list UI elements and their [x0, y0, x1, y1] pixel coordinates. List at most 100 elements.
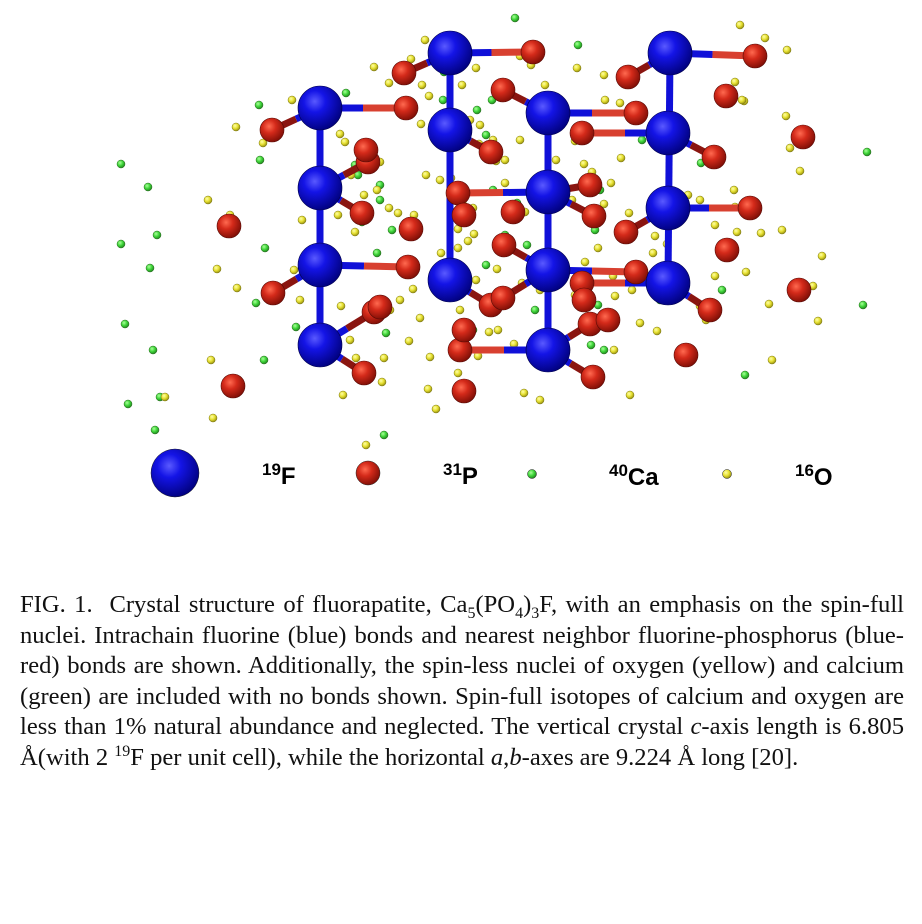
oxygen-atom	[710, 220, 720, 230]
phosphorus-atom	[398, 216, 424, 242]
oxygen-atom	[408, 284, 418, 294]
legend-o-label: 16O	[795, 461, 833, 491]
oxygen-atom	[599, 70, 609, 80]
calcium-atom	[375, 195, 385, 205]
fluorine-atom	[297, 242, 343, 288]
oxygen-atom	[593, 243, 603, 253]
calcium-atom	[510, 13, 520, 23]
oxygen-atom	[393, 208, 403, 218]
calcium-atom	[251, 298, 261, 308]
phosphorus-atom	[216, 213, 242, 239]
oxygen-atom	[756, 228, 766, 238]
oxygen-atom	[650, 231, 660, 241]
oxygen-atom	[519, 388, 529, 398]
crystal-structure-render: 19F 31P 40Ca 16O	[116, 13, 872, 498]
calcium-atom	[522, 240, 532, 250]
oxygen-atom	[420, 35, 430, 45]
oxygen-atom	[730, 77, 740, 87]
phosphorus-atom	[500, 199, 526, 225]
calcium-atom	[143, 182, 153, 192]
phosphorus-atom	[697, 297, 723, 323]
oxygen-atom	[455, 305, 465, 315]
crystal-structure-figure: 19F 31P 40Ca 16O	[116, 13, 872, 498]
legend-f-label: 19F	[262, 460, 296, 490]
fluorine-atom	[645, 185, 691, 231]
oxygen-atom	[431, 404, 441, 414]
oxygen-atom	[421, 170, 431, 180]
fluorine-atom	[525, 90, 571, 136]
oxygen-atom	[297, 215, 307, 225]
oxygen-atom	[515, 135, 525, 145]
oxygen-atom	[624, 208, 634, 218]
oxygen-atom	[416, 119, 426, 129]
oxygen-atom	[404, 336, 414, 346]
oxygen-atom	[535, 395, 545, 405]
calcium-atom	[862, 147, 872, 157]
oxygen-atom	[710, 271, 720, 281]
oxygen-atom	[615, 98, 625, 108]
oxygen-atom	[782, 45, 792, 55]
oxygen-atom	[579, 159, 589, 169]
phosphorus-atom	[571, 287, 597, 313]
calcium-atom	[599, 345, 609, 355]
legend-ca-label: 40Ca	[609, 461, 659, 491]
calcium-atom	[116, 159, 126, 169]
oxygen-atom	[203, 195, 213, 205]
oxygen-atom	[777, 225, 787, 235]
calcium-atom	[586, 340, 596, 350]
phosphorus-atom	[673, 342, 699, 368]
phosphorus-atom	[713, 83, 739, 109]
phosphorus-atom	[451, 202, 477, 228]
fluorine-atom	[297, 165, 343, 211]
legend-f-swatch	[150, 448, 200, 498]
fluorine-atom	[525, 247, 571, 293]
oxygen-atom	[580, 257, 590, 267]
calcium-atom	[379, 430, 389, 440]
phosphorus-atom	[490, 77, 516, 103]
calcium-atom	[120, 319, 130, 329]
oxygen-atom	[338, 390, 348, 400]
oxygen-atom	[463, 236, 473, 246]
oxygen-atom	[817, 251, 827, 261]
oxygen-atom	[471, 275, 481, 285]
oxygen-atom	[648, 248, 658, 258]
legend-p-swatch	[355, 460, 381, 486]
phosphorus-atom	[580, 364, 606, 390]
calcium-atom	[372, 248, 382, 258]
legend-o-swatch	[722, 469, 732, 479]
oxygen-atom	[737, 95, 747, 105]
fluorine-atom	[297, 85, 343, 131]
phosphorus-atom	[737, 195, 763, 221]
oxygen-atom	[457, 80, 467, 90]
phosphorus-atom	[623, 259, 649, 285]
calcium-atom	[150, 425, 160, 435]
legend-p-label: 31P	[443, 460, 478, 490]
calcium-atom	[481, 130, 491, 140]
oxygen-atom	[599, 199, 609, 209]
fluorine-atom	[525, 327, 571, 373]
oxygen-atom	[340, 137, 350, 147]
oxygen-atom	[453, 243, 463, 253]
calcium-atom	[260, 243, 270, 253]
phosphorus-atom	[259, 117, 285, 143]
oxygen-atom	[551, 155, 561, 165]
oxygen-atom	[500, 155, 510, 165]
fluorine-atom	[427, 257, 473, 303]
phosphorus-atom	[391, 60, 417, 86]
oxygen-atom	[785, 143, 795, 153]
fluorine-atom	[525, 169, 571, 215]
oxygen-atom	[350, 227, 360, 237]
oxygen-atom	[377, 377, 387, 387]
fluorine-atom	[645, 110, 691, 156]
calcium-atom	[145, 263, 155, 273]
oxygen-atom	[351, 353, 361, 363]
phosphorus-atom	[353, 137, 379, 163]
oxygen-atom	[453, 368, 463, 378]
oxygen-atom	[764, 299, 774, 309]
phosphorus-atom	[351, 360, 377, 386]
oxygen-atom	[333, 210, 343, 220]
oxygen-atom	[795, 166, 805, 176]
calcium-atom	[291, 322, 301, 332]
oxygen-atom	[572, 63, 582, 73]
oxygen-atom	[212, 264, 222, 274]
